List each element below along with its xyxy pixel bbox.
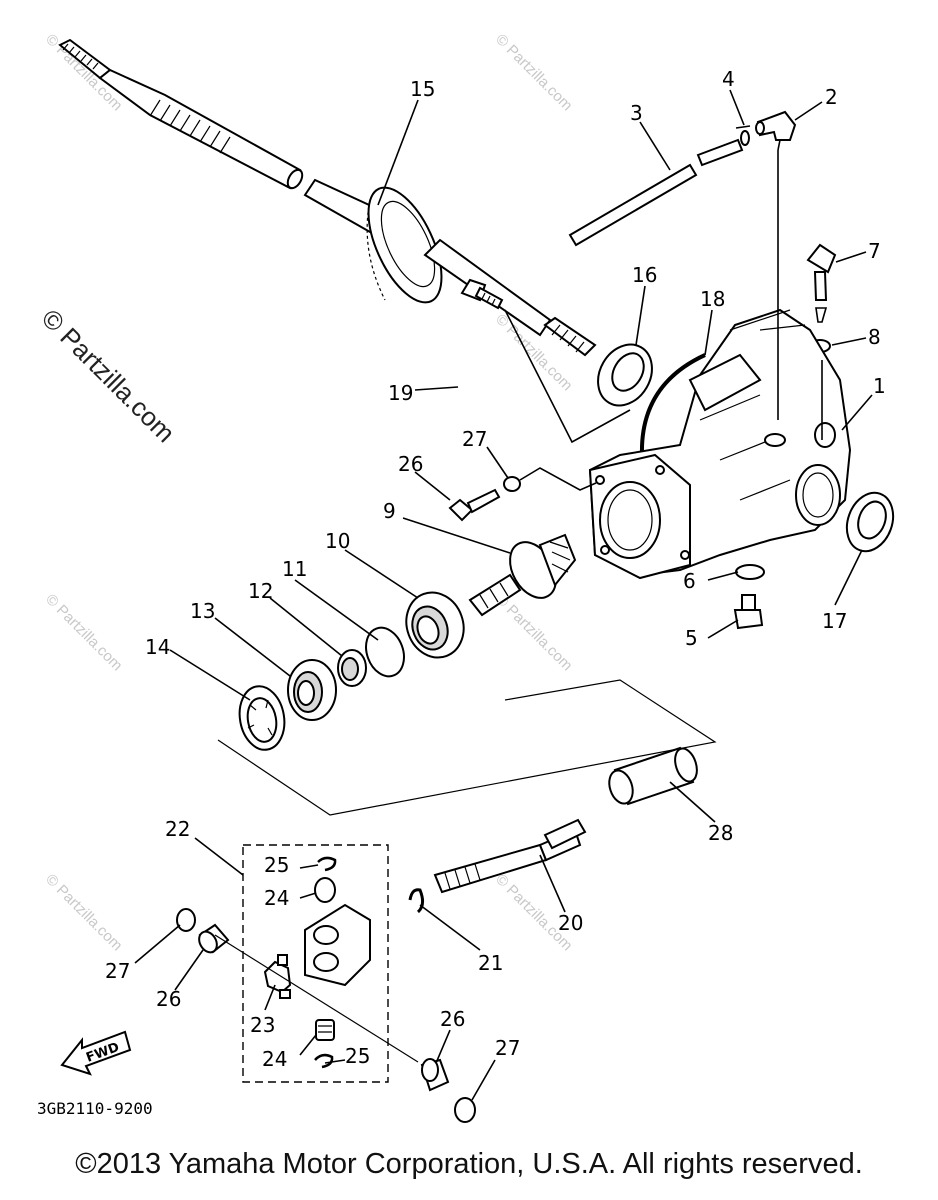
- part-1-final-gear-case: [588, 308, 852, 580]
- callout-7: 7: [868, 239, 881, 263]
- callout-27: 27: [495, 1036, 520, 1060]
- callout-16: 16: [632, 263, 657, 287]
- callout-labels: 15 3 4 2 7 16 18 8 1 19 27 26 9 10 11 12…: [105, 67, 886, 1071]
- part-2-elbow-fitting: [755, 110, 797, 151]
- callout-12: 12: [248, 579, 273, 603]
- watermark: © Partzilla.com: [42, 591, 125, 674]
- callout-24: 24: [264, 886, 289, 910]
- callout-19: 19: [388, 381, 413, 405]
- part-25-circlip: [317, 856, 337, 872]
- part-24-bearing-cap: [315, 1019, 335, 1041]
- part-25-circlip: [314, 1053, 334, 1069]
- callout-30: 27: [462, 427, 487, 451]
- part-7-breather-valve: [806, 243, 837, 323]
- part-28-coupling-sleeve: [608, 746, 698, 806]
- assembly-axis-line: [214, 934, 419, 1063]
- callout-13: 13: [190, 599, 215, 623]
- callout-26: 26: [440, 1007, 465, 1031]
- callout-24: 24: [262, 1047, 287, 1071]
- part-19-bolt: [460, 278, 504, 310]
- part-27-washer: [454, 1097, 476, 1123]
- part-29-bolt: [448, 488, 501, 522]
- callout-25: 25: [264, 853, 289, 877]
- part-17-oil-seal: [845, 491, 895, 553]
- callout-2: 2: [825, 85, 838, 109]
- callout-4: 4: [722, 67, 735, 91]
- callout-10: 10: [325, 529, 350, 553]
- part-20-drive-shaft: [433, 818, 587, 894]
- watermark: © Partzilla.com: [492, 591, 575, 674]
- part-5-drain-bolt: [733, 594, 764, 630]
- callout-3: 3: [630, 101, 643, 125]
- part-18-o-ring: [639, 353, 706, 456]
- part-30-washer: [503, 476, 521, 492]
- callout-27: 27: [105, 959, 130, 983]
- universal-joint-yoke: [304, 903, 371, 987]
- subassembly-outline: [217, 679, 717, 816]
- callout-22: 22: [165, 817, 190, 841]
- callout-29: 26: [398, 452, 423, 476]
- callout-9: 9: [383, 499, 396, 523]
- leader-lines: [134, 89, 873, 1101]
- callout-20: 20: [558, 911, 583, 935]
- callout-15: 15: [410, 77, 435, 101]
- part-21-circlip: [408, 888, 425, 914]
- callout-8: 8: [868, 325, 881, 349]
- callout-6: 6: [683, 569, 696, 593]
- part-15-shaft: [58, 38, 597, 357]
- part-3-breather-hose: [568, 138, 744, 247]
- callout-18: 18: [700, 287, 725, 311]
- part-26-bushing: [198, 923, 230, 954]
- watermark: © Partzilla.com: [492, 31, 575, 114]
- callout-25: 25: [345, 1044, 370, 1068]
- callout-14: 14: [145, 635, 170, 659]
- part-14-ring-nut: [238, 685, 286, 751]
- callout-23: 23: [250, 1013, 275, 1037]
- part-4-clip: [735, 125, 751, 146]
- callout-11: 11: [282, 557, 307, 581]
- fwd-direction-arrow: FWD: [60, 1030, 132, 1076]
- callout-21: 21: [478, 951, 503, 975]
- part-12-collar: [337, 649, 367, 687]
- callout-28: 28: [708, 821, 733, 845]
- callout-1: 1: [873, 374, 886, 398]
- part-27-washer: [176, 908, 196, 932]
- callout-17: 17: [822, 609, 847, 633]
- part-26-bushing: [420, 1058, 450, 1092]
- part-22-universal-joint-box: [242, 844, 389, 1083]
- watermark: © Partzilla.com: [42, 871, 125, 954]
- part-10-bearing: [405, 591, 465, 659]
- callout-26: 26: [156, 987, 181, 1011]
- copyright-notice: ©2013 Yamaha Motor Corporation, U.S.A. A…: [75, 1148, 863, 1180]
- part-13-bearing: [287, 659, 337, 721]
- part-6-gasket: [735, 564, 765, 580]
- part-24-bearing-cap: [314, 877, 336, 903]
- part-16-oil-seal: [597, 343, 653, 407]
- part-23-spider: [263, 954, 292, 999]
- callout-5: 5: [685, 626, 698, 650]
- diagram-code: 3GB2110-9200: [37, 1099, 153, 1118]
- watermark-large: © Partzilla.com: [36, 303, 181, 448]
- part-9-drive-pinion: [468, 533, 577, 617]
- part-11-o-ring: [365, 626, 405, 678]
